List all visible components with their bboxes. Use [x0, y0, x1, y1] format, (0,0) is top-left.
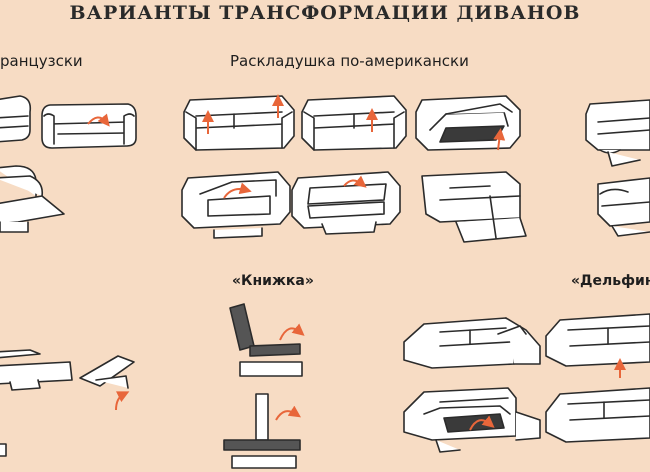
section-label-dolphin: «Дельфин: [571, 273, 650, 289]
french-sofa-bed: [0, 165, 65, 233]
orange-arrow-icon: [223, 182, 252, 199]
french-sofa-2: [41, 103, 137, 149]
orange-arrow-icon: [493, 128, 506, 151]
dolphin-sofa-1: [403, 317, 541, 369]
section-label-french: ранцузски: [0, 52, 83, 70]
orange-arrows: [87, 94, 626, 431]
dolphin-sofa-2-partial: [545, 313, 650, 367]
orange-arrow-icon: [87, 113, 110, 127]
section-label-book: «Книжка»: [232, 273, 314, 289]
orange-arrow-icon: [343, 175, 367, 188]
american-sofa-2: [301, 95, 407, 151]
orange-arrow-icon: [279, 323, 305, 341]
french-sofa-1: [0, 95, 32, 143]
american-sofa-6: [291, 171, 401, 235]
section-label-american: Раскладушка по-американски: [230, 52, 469, 70]
french-block-partial: [0, 443, 7, 457]
orange-arrow-icon: [115, 391, 130, 411]
french-foldout: [0, 349, 135, 391]
dolphin-sofa-4-partial: [545, 387, 650, 443]
american-mattress-dark: [439, 125, 505, 143]
american-sofa-7: [421, 171, 527, 243]
orange-arrow-icon: [275, 405, 301, 421]
american-sofa-4-partial: [585, 99, 650, 167]
orange-arrow-icon: [469, 415, 495, 431]
page-title: ВАРИАНТЫ ТРАНСФОРМАЦИИ ДИВАНОВ: [69, 2, 581, 24]
american-sofa-5: [181, 171, 291, 239]
american-sofa-3: [415, 95, 521, 151]
american-sofa-8-partial: [597, 177, 650, 237]
book-step-1: [229, 303, 303, 377]
book-step-2: [223, 393, 301, 469]
